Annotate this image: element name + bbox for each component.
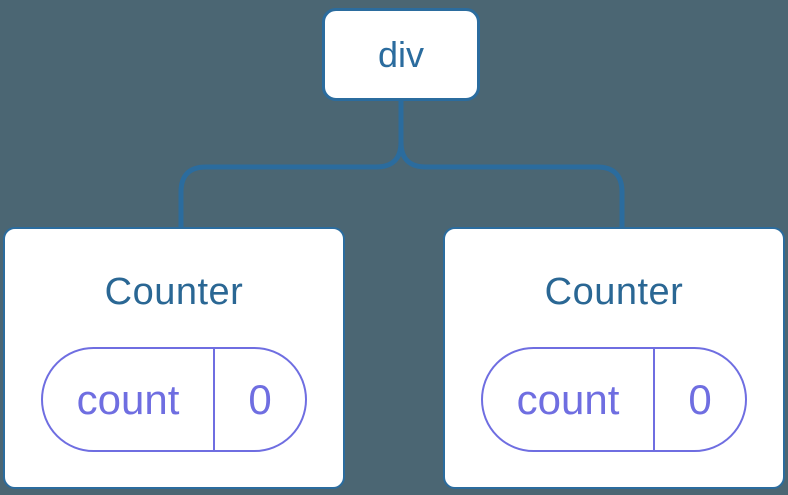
component-name: Counter <box>544 271 684 313</box>
tree-node-counter-left: Counter count 0 <box>3 227 345 489</box>
tree-node-div: div <box>322 8 480 101</box>
state-pill: count 0 <box>41 347 307 452</box>
component-name: Counter <box>104 271 244 313</box>
state-value: 0 <box>688 375 712 423</box>
tree-node-counter-right: Counter count 0 <box>443 227 785 489</box>
state-key-label: count <box>483 349 655 450</box>
node-label-div: div <box>377 33 425 75</box>
state-value: 0 <box>248 375 272 423</box>
connector-right-branch <box>398 97 625 232</box>
connector-left-branch <box>178 97 404 232</box>
state-key-label: count <box>43 349 215 450</box>
state-pill: count 0 <box>481 347 747 452</box>
